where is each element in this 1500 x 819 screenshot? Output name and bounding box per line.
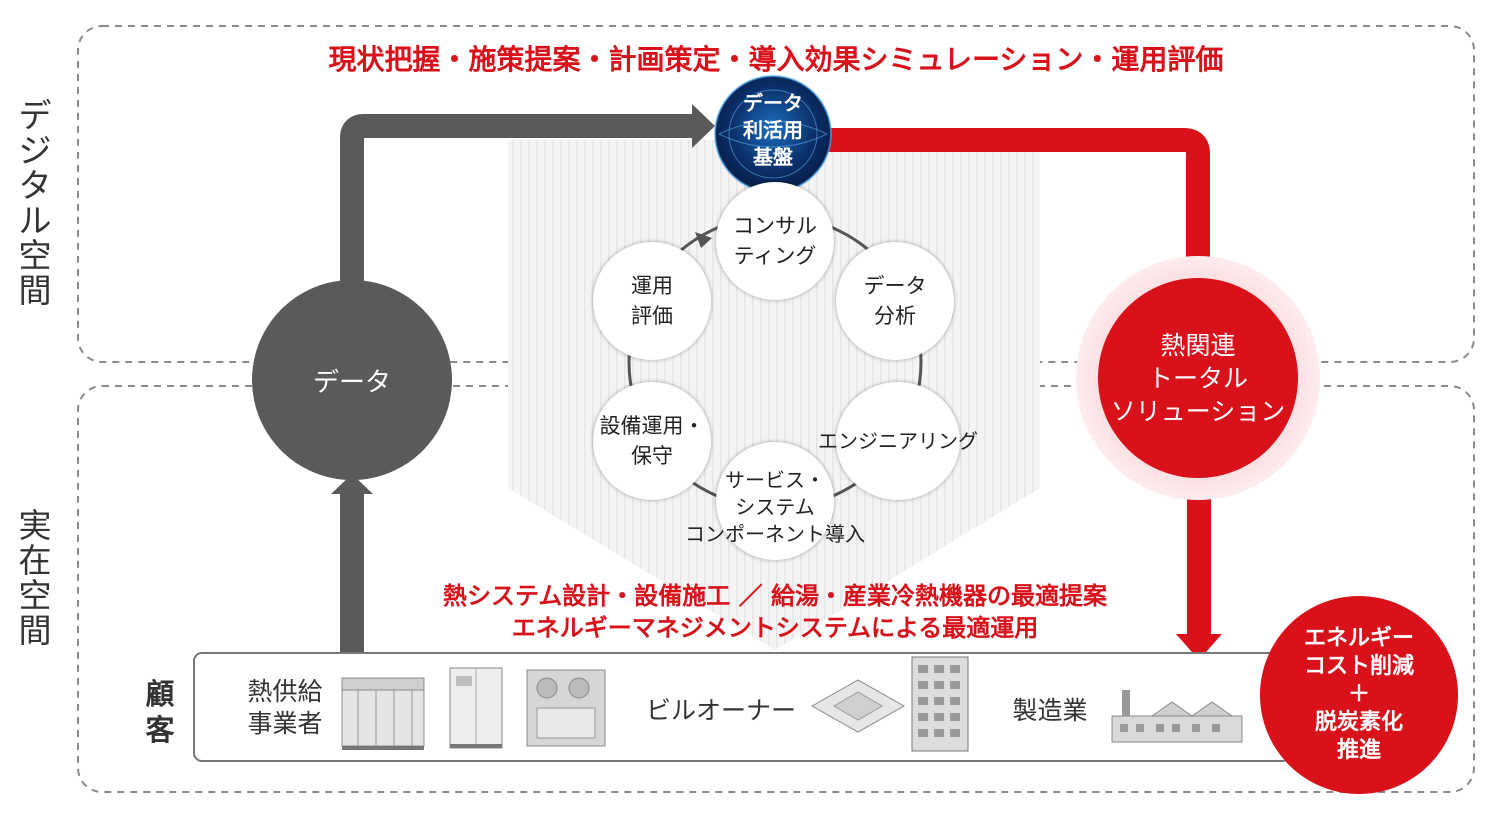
real-zone: [77, 385, 1475, 793]
red-arrow-to-solution: [828, 128, 1210, 262]
gray-arrow-to-platform-head: [692, 104, 715, 148]
gray-arrow-up-shaft: [340, 492, 364, 655]
cycle-node-engineering: エンジニアリング: [818, 382, 978, 500]
top-banner: 現状把握・施策提案・計画策定・導入効果シミュレーション・運用評価: [328, 43, 1224, 76]
outcome-label: エネルギー コスト削減 ＋ 脱炭素化 推進: [1303, 626, 1414, 763]
data-circle-label: データ: [312, 367, 391, 398]
chiller-unit-icon: [526, 669, 606, 747]
proposal-line-2: エネルギーマネジメントシステムによる最適運用: [511, 614, 1039, 642]
cycle-node-components: サービス・ システム コンポーネント導入: [685, 442, 865, 560]
data-circle: データ: [252, 280, 452, 480]
digital-space-label: デジタル空間: [18, 96, 52, 310]
cycle-arrowhead: [695, 232, 712, 248]
gray-arrow-to-platform: [340, 114, 695, 290]
office-building-icon: [911, 656, 969, 752]
proposal-line-1: 熱システム設計・設備施工 ／ 給湯・産業冷熱機器の最適提案: [443, 582, 1107, 610]
outcome-circle: エネルギー コスト削減 ＋ 脱炭素化 推進: [1260, 596, 1458, 794]
cycle-node-maintenance: 設備運用・ 保守: [593, 382, 711, 500]
ceiling-ac-icon: [810, 679, 906, 733]
data-platform-label: データ 利活用 基盤: [743, 91, 803, 169]
customer-heat-supply: 熱供給 事業者: [247, 677, 323, 738]
red-arrow-down-head: [1176, 634, 1222, 660]
platform-globe: [715, 76, 831, 192]
customer-manufacturing: 製造業: [1012, 696, 1088, 725]
cycle-node-components-label: サービス・ システム コンポーネント導入: [685, 467, 865, 546]
customer-building-owner: ビルオーナー: [645, 696, 796, 725]
solution-circle: 熱関連 トータル ソリューション: [1098, 278, 1298, 478]
cycle-node-data-analysis: データ 分析: [836, 242, 954, 360]
water-heater-icon: [449, 667, 503, 749]
solution-circle-label: 熱関連 トータル ソリューション: [1110, 330, 1286, 426]
cycle-node-operation-eval: 運用 評価: [593, 242, 711, 360]
gray-arrow-up-head: [331, 474, 373, 494]
heat-equipment-icon: [341, 677, 425, 750]
cycle-node-consulting: コンサル ティング: [716, 182, 834, 300]
factory-icon: [1111, 690, 1243, 743]
real-space-label: 実在空間: [18, 506, 52, 650]
customers-label: 顧 客: [145, 677, 175, 747]
